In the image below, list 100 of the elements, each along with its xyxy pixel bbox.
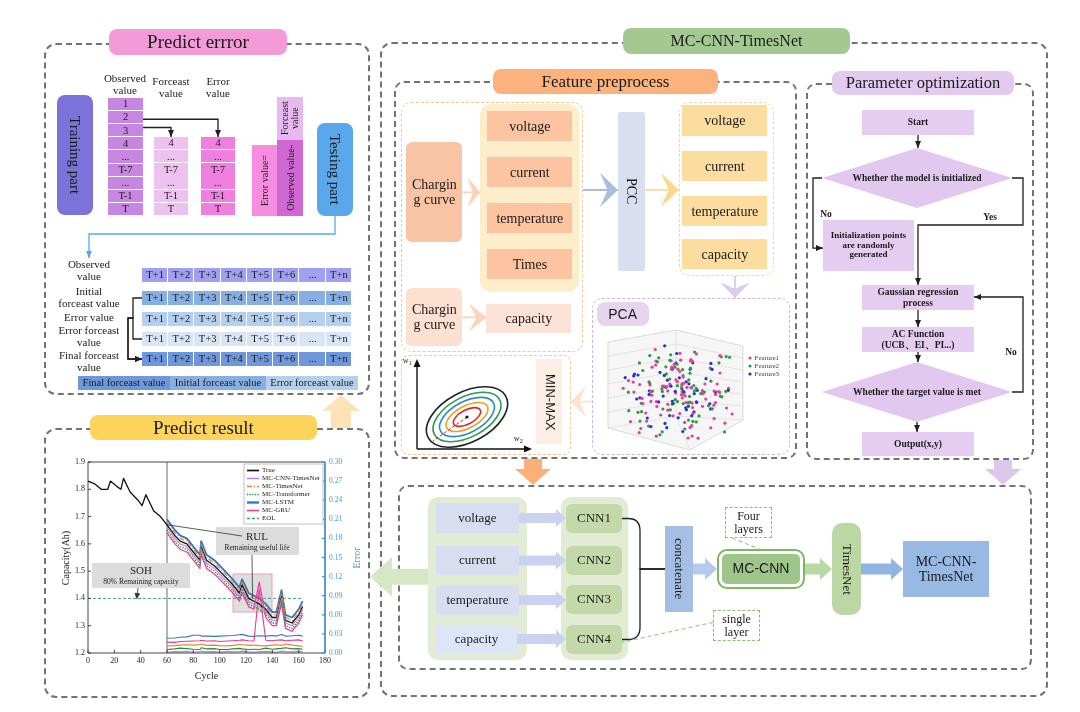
column-entry: T-7 [118,164,133,176]
process-box [566,585,622,614]
tick-label: 160 [292,657,305,665]
connector-line [621,568,666,641]
column-entry: 4 [168,138,174,149]
row-entry: T+3 [198,292,217,304]
column-entry: T-1 [163,191,179,202]
block-arrow [517,630,566,648]
column-entry: T [214,204,222,215]
row-entry: T+5 [251,269,269,281]
node-label: current [705,158,745,175]
node-label: MIN-MAX [542,373,557,431]
row-entry: T+n [330,353,348,365]
chevron-arrow [461,303,488,332]
column-entry: T [167,204,175,215]
tick-label: 180 [319,657,331,665]
node-label: Forceast value [280,100,300,138]
node-label: Gaussian regression process [876,287,960,308]
column-header: Error value [205,75,231,100]
node-label: Chargin g curve [410,302,458,333]
row-entry: ... [308,269,317,281]
node-label: single layer [721,612,752,639]
feature-box [682,151,768,182]
node-label: Chargin g curve [410,177,458,208]
column-entry: T [122,204,129,215]
node-label: Four layers [733,509,764,536]
row-entry: T+1 [146,292,164,304]
dashed-group-box [679,102,774,276]
tick-label: 1.6 [75,539,85,548]
legend-key: Final forceast value [78,376,170,390]
row-entry: T+6 [277,292,296,304]
row-entry: ... [308,353,317,365]
node-label: capacity [701,246,749,263]
row-entry: ... [308,333,317,345]
column-entry: ... [167,151,175,162]
block-arrow [515,459,552,485]
row-entry: T+4 [225,292,243,304]
node-label: AC Function (UCB、EI、PI...) [880,329,956,350]
column-entry: 4 [122,138,129,150]
node-label: current [459,553,496,568]
row-entry: T+4 [225,353,243,365]
row-entry: T+1 [146,313,164,325]
row-entry: T+6 [277,353,296,365]
axis-title: Capacity(Ah) [61,530,71,585]
row-entry: T+5 [251,313,269,325]
row-entry: T+2 [172,269,191,281]
edge-label: No [819,208,833,220]
column-header: Forceast value [151,75,191,100]
feature-box [436,585,519,615]
column-entry: ... [167,177,175,189]
node-label: Whether the model is initialized [852,172,982,184]
axis-title: Cycle [194,671,219,681]
row-entry: T+1 [146,269,164,281]
data-column [201,137,235,216]
tick-label: 60 [163,657,171,665]
data-column [154,137,188,216]
output-box [903,541,989,597]
row-label: Observed value [59,258,119,282]
panel-title: Parameter optimization [832,71,1014,95]
leader-line [621,621,714,643]
feature-box [487,111,573,142]
panel-title: Feature preprocess [493,69,718,94]
panel-title: Predict result [90,415,317,440]
row-label: Error forceast value [54,324,124,348]
process-box [862,285,974,310]
column-entry: T-1 [118,191,133,202]
node-label: capacity [454,631,499,647]
arrow [915,177,1024,286]
row-entry: T+4 [225,313,243,325]
dashed-group-box [401,355,571,455]
data-row [142,352,352,366]
process-box [536,359,563,445]
row-label: Final forceast value [54,349,124,373]
process-box [665,526,693,612]
node-label: voltage [458,510,497,526]
annotation-text: RUL [246,530,268,542]
process-box [862,432,974,456]
row-entry: T+2 [172,292,191,304]
arrow [973,294,1024,393]
arrow [914,421,920,433]
chevron-arrow [644,172,680,207]
annotation-text: SOH [130,564,152,576]
node-label: Observed value- [284,145,296,211]
row-entry: T+1 [146,353,164,365]
arrow [142,118,221,138]
column-header: Observed value [102,72,148,97]
node-label: temperature [496,210,564,227]
group-box [428,497,527,660]
column-entry: T-1 [210,191,226,202]
row-entry: T+5 [251,353,269,365]
row-entry: T+3 [198,269,217,281]
tick-label: 1.2 [75,649,85,657]
node-label: Testing part [326,134,344,205]
data-row [142,291,352,305]
node-label: Whether the target value is met [853,386,981,398]
arrow [915,351,921,363]
column-entry: 4 [215,138,221,149]
row-entry: T+2 [172,333,191,345]
tick-label: 140 [266,657,279,665]
panel-title: PCA [596,301,649,326]
